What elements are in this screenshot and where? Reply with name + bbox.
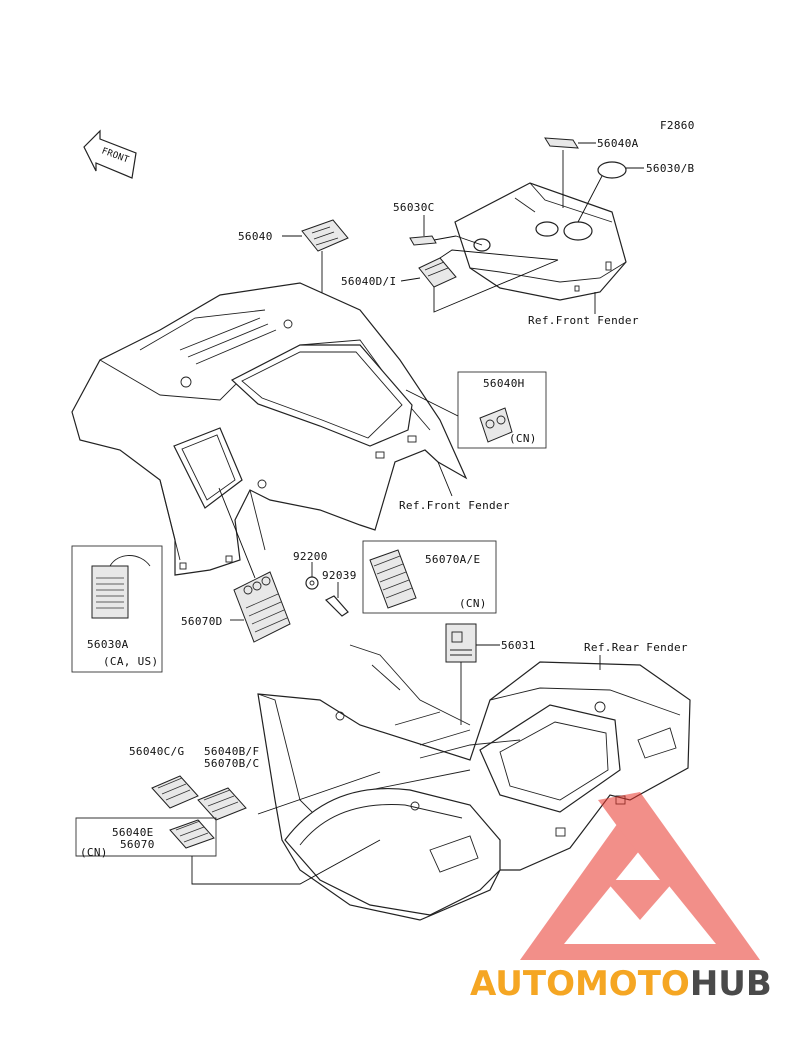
ref-front-leader-2 (437, 461, 453, 497)
label-56040CG: 56040C/G (129, 745, 184, 758)
label-56031: 56031 (501, 639, 536, 652)
label-56070: 56070 (120, 838, 155, 851)
label-ref-front-fender-1: Ref.Front Fender (528, 314, 639, 327)
rear-fender (257, 644, 691, 921)
callout-labels: 56040A 56030/B 56030C 56040 56040D/I Ref… (80, 137, 695, 859)
callout-box-56070AE (362, 540, 497, 614)
label-92200: 92200 (293, 550, 328, 563)
front-fender-cover (454, 182, 627, 301)
decal-56040BF (197, 771, 381, 821)
front-arrow-icon: FRONT (83, 129, 137, 179)
strip-56030C (409, 215, 483, 246)
label-56070D: 56070D (181, 615, 223, 628)
watermark-logo-icon (520, 792, 760, 960)
label-cn-56040H: (CN) (509, 432, 537, 445)
label-56040E: 56040E (112, 826, 154, 839)
decal-56031 (445, 623, 500, 725)
label-56040BF: 56040B/F (204, 745, 259, 758)
disc-56030B (577, 161, 644, 223)
label-56030C: 56030C (393, 201, 435, 214)
label-ref-front-fender-2: Ref.Front Fender (399, 499, 510, 512)
decal-56040DI (400, 249, 559, 313)
decal-56070D (218, 487, 291, 643)
label-cn-56070AE: (CN) (459, 597, 487, 610)
label-56070BC: 56070B/C (204, 757, 259, 770)
label-56040A: 56040A (597, 137, 639, 150)
label-cn-56040E: (CN) (80, 846, 108, 859)
callout-box-56030A (71, 545, 163, 673)
callout-box-56040E (75, 817, 381, 885)
figure-code: F2860 (660, 119, 695, 132)
label-56070AE: 56070A/E (425, 553, 480, 566)
decal-56040CG (151, 775, 199, 809)
label-ref-rear-fender: Ref.Rear Fender (584, 641, 688, 654)
watermark-text: AUTOMOTOHUB (470, 964, 772, 1004)
callout-box-56040H (405, 371, 547, 449)
decal-56040 (282, 219, 349, 325)
label-92039: 92039 (322, 569, 357, 582)
label-ca-us: (CA, US) (103, 655, 158, 668)
label-56040DI: 56040D/I (341, 275, 396, 288)
watermark-text-part1: AUTOMOTO (470, 964, 690, 1004)
decal-56040A (544, 137, 596, 208)
washer-92200 (305, 562, 319, 590)
label-56040: 56040 (238, 230, 273, 243)
label-56040H: 56040H (483, 377, 525, 390)
watermark-text-part2: HUB (690, 964, 772, 1004)
bolt-92039 (324, 582, 349, 617)
label-56030B: 56030/B (646, 162, 695, 175)
front-fender-main (71, 282, 468, 576)
label-56030A: 56030A (87, 638, 129, 651)
